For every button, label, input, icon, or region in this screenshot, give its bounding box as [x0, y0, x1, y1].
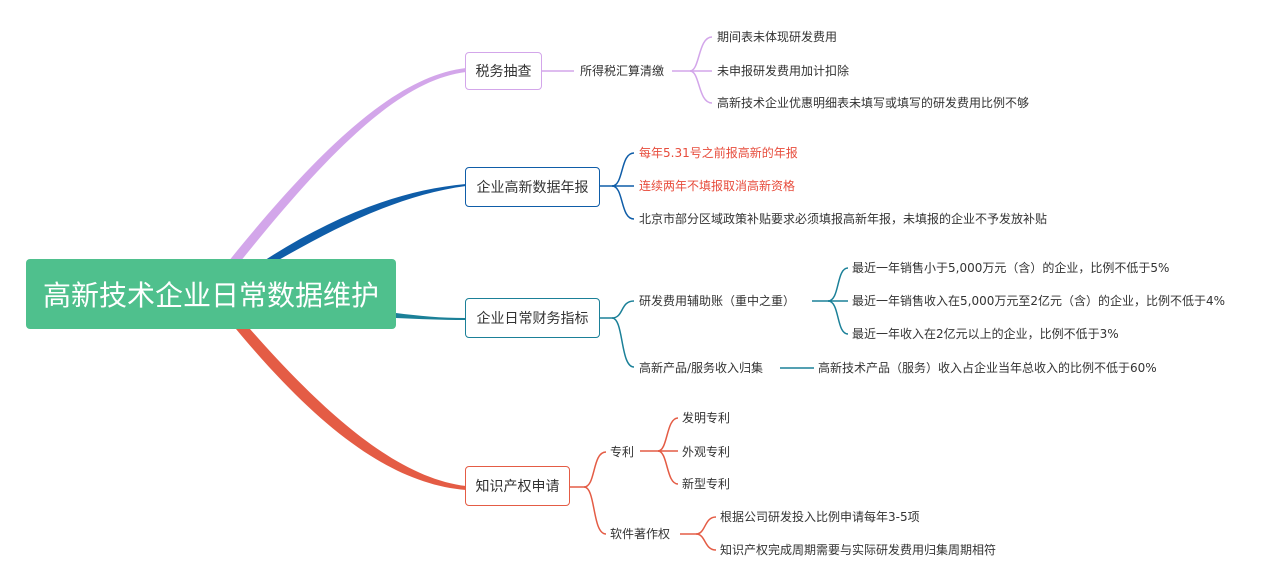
patent-item-2[interactable]: 外观专利	[682, 445, 731, 459]
annual-item-2[interactable]: 连续两年不填报取消高新资格	[639, 179, 796, 193]
rd-ledger-label: 研发费用辅助账	[639, 294, 724, 308]
branch-ip	[236, 329, 466, 490]
product-income-node[interactable]: 高新产品/服务收入归集	[639, 361, 764, 375]
annual-item-1[interactable]: 每年5.31号之前报高新的年报	[639, 146, 798, 160]
tax-item-2[interactable]: 未申报研发费用加计扣除	[717, 64, 850, 78]
patent-item-1[interactable]: 发明专利	[682, 411, 731, 425]
tax-settlement-node[interactable]: 所得税汇算清缴	[580, 64, 665, 78]
tax-item-1[interactable]: 期间表未体现研发费用	[717, 30, 838, 44]
annual-report-node[interactable]: 企业高新数据年报	[465, 167, 600, 207]
branch-annual	[262, 184, 466, 262]
rd-item-2[interactable]: 最近一年销售收入在5,000万元至2亿元（含）的企业，比例不低于4%	[852, 294, 1226, 308]
ip-application-node[interactable]: 知识产权申请	[465, 466, 570, 506]
rd-item-1[interactable]: 最近一年销售小于5,000万元（含）的企业，比例不低于5%	[852, 261, 1170, 275]
software-item-1[interactable]: 根据公司研发投入比例申请每年3-5项	[720, 510, 920, 524]
software-copyright-node[interactable]: 软件著作权	[610, 527, 671, 541]
software-item-2[interactable]: 知识产权完成周期需要与实际研发费用归集周期相符	[720, 543, 997, 557]
finance-indicator-node[interactable]: 企业日常财务指标	[465, 298, 600, 338]
patent-node[interactable]: 专利	[610, 445, 635, 459]
tax-item-3[interactable]: 高新技术企业优惠明细表未填写或填写的研发费用比例不够	[717, 96, 1030, 110]
rd-item-3[interactable]: 最近一年收入在2亿元以上的企业，比例不低于3%	[852, 327, 1119, 341]
branch-finance	[396, 313, 466, 320]
rd-ledger-mark: （重中之重）	[723, 294, 796, 308]
branch-tax	[228, 68, 466, 262]
rd-ledger-node[interactable]: 研发费用辅助账（重中之重）	[639, 293, 795, 309]
patent-item-3[interactable]: 新型专利	[682, 477, 731, 491]
root-node[interactable]: 高新技术企业日常数据维护	[26, 259, 396, 329]
product-income-item[interactable]: 高新技术产品（服务）收入占企业当年总收入的比例不低于60%	[818, 361, 1157, 375]
tax-audit-node[interactable]: 税务抽查	[465, 52, 542, 90]
annual-item-3[interactable]: 北京市部分区域政策补贴要求必须填报高新年报，未填报的企业不予发放补贴	[639, 212, 1048, 226]
